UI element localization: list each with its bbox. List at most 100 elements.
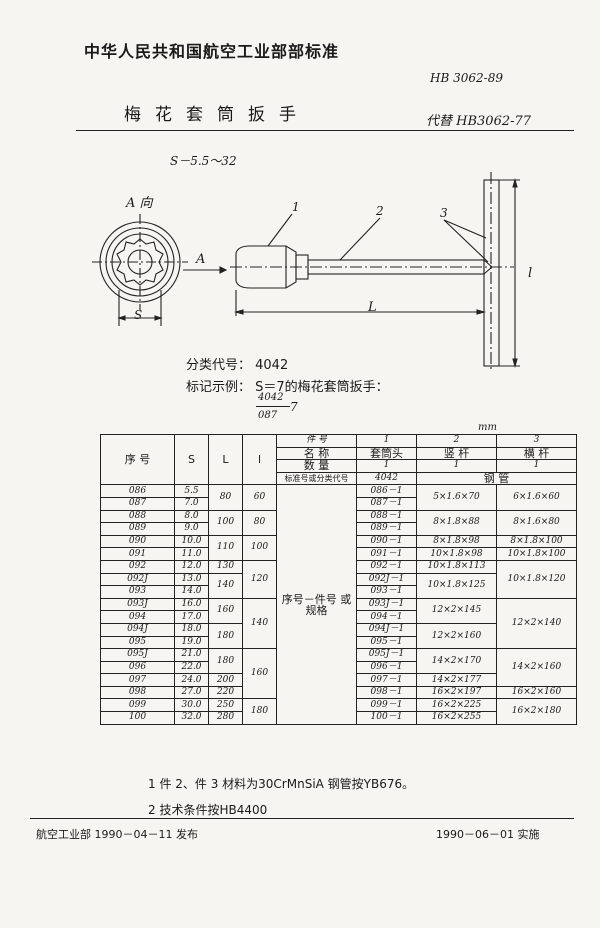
- cell-rod: 12×2×160: [416, 622, 497, 650]
- cell-part1: 088－1: [356, 509, 417, 524]
- col1-header: 1: [356, 434, 417, 448]
- cell-s: 17.0: [174, 610, 209, 624]
- cell-l: 180: [242, 698, 277, 725]
- cell-no: 100: [100, 711, 175, 725]
- part-1-callout: 1: [292, 200, 300, 214]
- cell-s: 27.0: [174, 685, 209, 700]
- cell-part1: 093J－1: [356, 597, 417, 612]
- cell-s: 5.5: [174, 484, 209, 498]
- cell-l: 60: [242, 484, 277, 511]
- table-row: 090 10.0 110 100 090－1 8×1.8×98 8×1.8×10…: [100, 534, 577, 561]
- cell-part1: 087－1: [356, 496, 417, 511]
- header-row: 序 号 S L l 件 号 1 2 3: [100, 433, 577, 486]
- part-3-callout: 3: [440, 206, 448, 220]
- cell-rod: 12×2×145: [416, 597, 497, 624]
- col-header-l: l: [242, 433, 277, 486]
- cell-rod: 14×2×170: [416, 648, 497, 675]
- cell-part1: 095J－1: [356, 648, 417, 662]
- cell-rod: 5×1.6×70: [416, 484, 497, 511]
- col-header-L: L: [208, 433, 243, 486]
- cell-L: 280: [208, 711, 243, 725]
- std-code: 4042: [356, 471, 417, 486]
- cell-part1: 094－1: [356, 610, 417, 624]
- qty-2: 1: [416, 459, 497, 473]
- cell-no: 092J: [100, 572, 175, 587]
- cell-s: 16.0: [174, 597, 209, 612]
- cell-no: 087: [100, 496, 175, 511]
- table-row: 091 11.0 091－1 10×1.8×98 10×1.8×100: [100, 547, 577, 561]
- issue-date: 航空工业部 1990－04－11 发布: [36, 828, 198, 841]
- cell-bar: 10×1.8×120: [496, 559, 577, 599]
- table-row: 093J 16.0 160 140 093J－1 12×2×145 12×2×1…: [100, 597, 577, 650]
- cell-part1: 094J－1: [356, 622, 417, 637]
- table-row: 100 32.0 280 100－1 16×2×255: [100, 711, 577, 725]
- cell-bar: 14×2×160: [496, 648, 577, 687]
- header-name: 名 称: [276, 446, 357, 461]
- cell-s: 21.0: [174, 648, 209, 662]
- cell-L: 80: [208, 484, 243, 511]
- cell-part1: 100－1: [356, 711, 417, 725]
- cell-no: 093: [100, 585, 175, 599]
- cell-part1: 092J－1: [356, 572, 417, 587]
- col3-header: 3: [496, 434, 577, 448]
- marking-denominator: 087: [258, 410, 278, 421]
- marking-numerator: 4042: [258, 392, 284, 403]
- dim-l-label: l: [528, 266, 533, 281]
- name-cross-bar: 横 杆: [496, 446, 577, 461]
- cell-rod: 14×2×177: [416, 673, 497, 687]
- note-technical-conditions: 2 技术条件按HB4400: [148, 803, 268, 817]
- header-qty: 数 量: [276, 459, 357, 473]
- cell-s: 19.0: [174, 635, 209, 650]
- col-header-no: 序 号: [100, 433, 175, 486]
- cell-L: 130: [208, 559, 243, 574]
- marking-size: 7: [290, 400, 298, 414]
- table-row: 099 30.0 250 180 099－1 16×2×225 16×2×180: [100, 698, 577, 725]
- cell-part1: 095－1: [356, 635, 417, 650]
- cell-rod: 16×2×225: [416, 698, 497, 713]
- cell-s: 18.0: [174, 622, 209, 637]
- cell-part1: 086－1: [356, 484, 417, 498]
- cell-l: 160: [242, 648, 277, 700]
- leader-2: [339, 217, 381, 261]
- cell-L: 180: [208, 622, 243, 650]
- leader-3a: [443, 219, 487, 239]
- cell-no: 094: [100, 610, 175, 624]
- table-row: 094J 18.0 180 094J－1 12×2×160: [100, 622, 577, 650]
- wrench-drawing: [92, 172, 520, 370]
- std-steel-tube: 钢 管: [416, 471, 577, 486]
- cell-s: 32.0: [174, 711, 209, 725]
- arrow-a-label: A: [196, 252, 206, 267]
- socket-head: [235, 245, 297, 289]
- note-material: 1 件 2、件 3 材料为30CrMnSiA 钢管按YB676。: [148, 777, 415, 791]
- cell-part1: 096－1: [356, 660, 417, 675]
- cell-s: 12.0: [174, 559, 209, 574]
- spec-table: 序 号 S L l 件 号 1 2 3 名 称 套筒头 竖 杆 横 杆 数 量 …: [100, 433, 577, 725]
- header-row: 数 量 1 1 1: [101, 459, 577, 473]
- marking-example: 标记示例： S＝7的梅花套筒扳手：: [186, 380, 389, 395]
- cell-no: 095: [100, 635, 175, 650]
- cell-L: 110: [208, 534, 243, 561]
- table-row: 092J 13.0 140 092J－1 10×1.8×125: [100, 572, 577, 599]
- col-header-s: S: [174, 433, 209, 486]
- cell-part1: 098－1: [356, 685, 417, 700]
- cell-l: 80: [242, 509, 277, 536]
- cell-bar: 8×1.6×80: [496, 509, 577, 536]
- view-a-label: A 向: [126, 196, 153, 211]
- cell-part1: 091－1: [356, 547, 417, 561]
- cell-s: 11.0: [174, 547, 209, 561]
- fraction-bar: [256, 406, 290, 407]
- leader-3b: [443, 219, 489, 263]
- cell-bar: 12×2×140: [496, 597, 577, 650]
- size-range: S－5.5～32: [170, 154, 237, 168]
- cell-rod: 8×1.8×98: [416, 534, 497, 549]
- cell-s: 30.0: [174, 698, 209, 713]
- table-row: 089 9.0 089－1: [100, 522, 577, 536]
- header-part-no: 件 号: [276, 434, 357, 448]
- name-vertical-rod: 竖 杆: [416, 446, 497, 461]
- cell-part1: 090－1: [356, 534, 417, 549]
- cell-no: 092: [100, 559, 175, 574]
- header-standard: 标准号或分类代号: [276, 471, 357, 486]
- table-row: 086 5.5 80 60 序号－件号 或规格 086－1 5×1.6×70 6…: [100, 484, 577, 725]
- cell-L: 180: [208, 648, 243, 675]
- table-row: 088 8.0 100 80 088－1 8×1.8×88 8×1.6×80: [100, 509, 577, 536]
